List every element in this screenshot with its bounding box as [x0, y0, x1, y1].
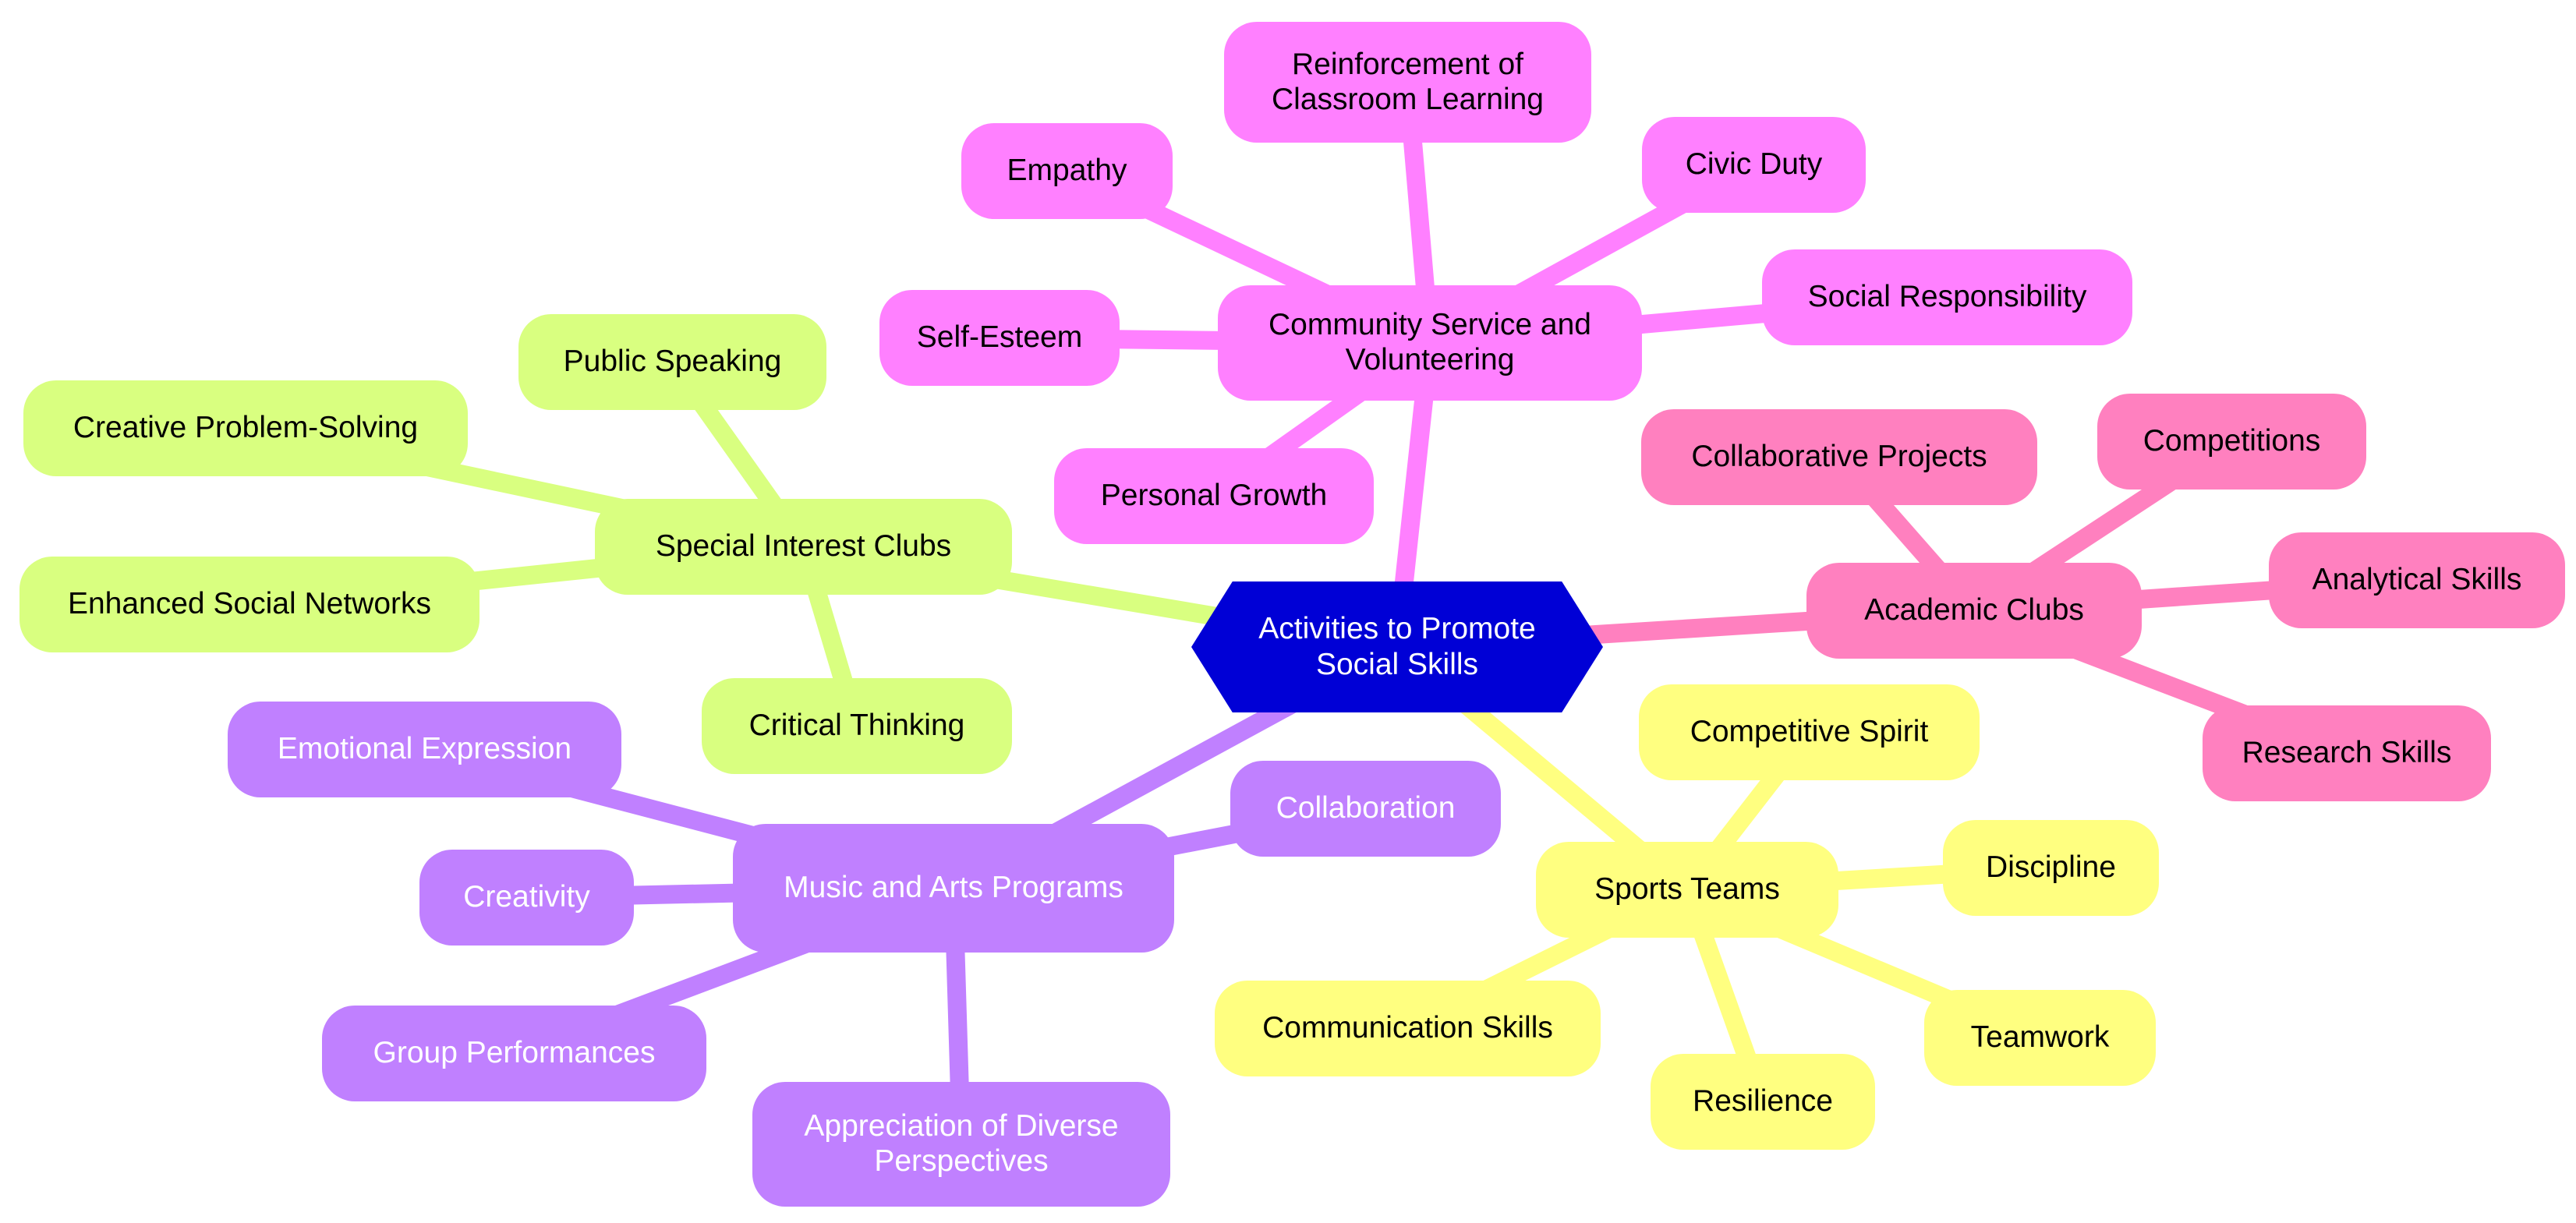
leaf-node-social-responsibility: Social Responsibility	[1762, 249, 2132, 345]
leaf-node-public-speaking: Public Speaking	[518, 314, 826, 410]
branch-node-special-interest: Special Interest Clubs	[595, 499, 1012, 595]
leaf-node-group-performances: Group Performances	[322, 1006, 706, 1101]
leaf-node-competitive-spirit: Competitive Spirit	[1639, 684, 1980, 780]
leaf-node-emotional-expression: Emotional Expression	[228, 702, 621, 797]
leaf-node-appreciation-diverse: Appreciation of Diverse Perspectives	[752, 1082, 1170, 1207]
leaf-node-analytical-skills: Analytical Skills	[2269, 532, 2565, 628]
leaf-node-personal-growth: Personal Growth	[1054, 448, 1374, 544]
branch-node-academic: Academic Clubs	[1806, 563, 2142, 659]
leaf-node-creative-problem-solving: Creative Problem-Solving	[23, 380, 468, 476]
leaf-node-collaborative-projects: Collaborative Projects	[1641, 409, 2037, 505]
leaf-node-reinforcement: Reinforcement of Classroom Learning	[1224, 22, 1591, 143]
leaf-node-teamwork: Teamwork	[1924, 990, 2156, 1086]
branch-node-sports: Sports Teams	[1536, 842, 1838, 938]
leaf-node-enhanced-social-networks: Enhanced Social Networks	[19, 557, 479, 652]
leaf-node-collaboration: Collaboration	[1230, 761, 1501, 857]
central-node: Activities to Promote Social Skills	[1191, 581, 1603, 712]
leaf-node-competitions: Competitions	[2097, 394, 2366, 490]
leaf-node-civic-duty: Civic Duty	[1642, 117, 1866, 213]
leaf-node-self-esteem: Self-Esteem	[879, 290, 1120, 386]
leaf-node-critical-thinking: Critical Thinking	[702, 678, 1012, 774]
branch-node-music-arts: Music and Arts Programs	[733, 824, 1174, 953]
leaf-node-empathy: Empathy	[961, 123, 1173, 219]
leaf-node-research-skills: Research Skills	[2203, 705, 2491, 801]
branch-node-community: Community Service and Volunteering	[1218, 285, 1642, 401]
leaf-node-creativity: Creativity	[419, 850, 634, 946]
leaf-node-discipline: Discipline	[1943, 820, 2159, 916]
leaf-node-communication-skills: Communication Skills	[1215, 981, 1601, 1076]
leaf-node-resilience: Resilience	[1651, 1054, 1875, 1150]
